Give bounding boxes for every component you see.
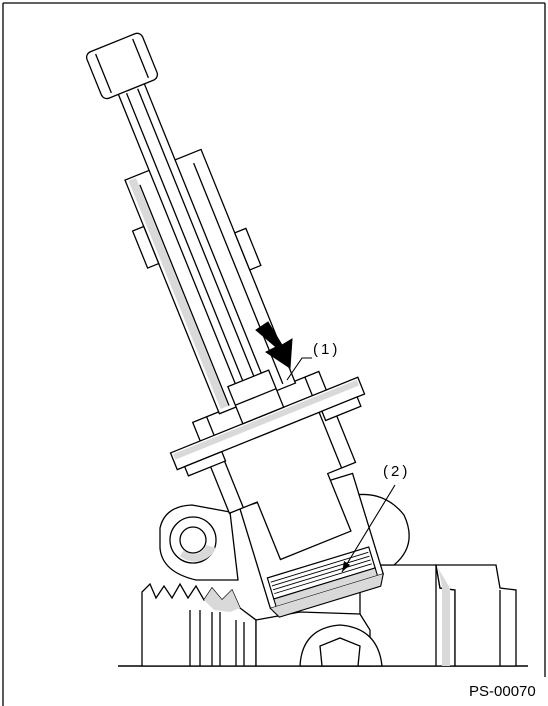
- installer-tool: [85, 32, 366, 561]
- housing-shade: [438, 568, 450, 666]
- figure-id-label: PS-00070: [469, 683, 536, 700]
- arrow-down-right-icon: [255, 321, 293, 369]
- leader-lines: [286, 357, 396, 573]
- tool-shade: [128, 177, 359, 460]
- bottom-nut: [255, 611, 383, 667]
- callout-label-1: (1): [313, 341, 341, 358]
- boss-shade: [180, 545, 216, 562]
- leader-arrowhead: [342, 561, 350, 572]
- mounting-boss: [159, 504, 239, 581]
- gear-shade: [204, 588, 240, 612]
- rack-housing: [359, 564, 517, 667]
- callout-label-2: (2): [383, 463, 411, 480]
- gear-housing: [141, 582, 257, 667]
